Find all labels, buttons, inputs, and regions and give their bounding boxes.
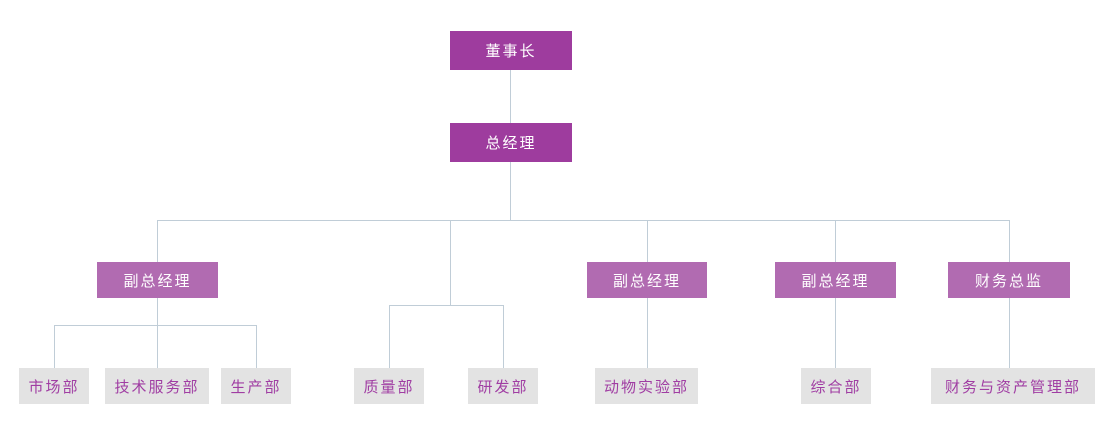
connector-drop-quality	[389, 305, 390, 368]
connector-chairman-gm	[510, 70, 511, 123]
connector-drop-general-affairs	[835, 298, 836, 368]
connector-drop-finance-asset	[1009, 298, 1010, 368]
connector-drop-deputy-gm-3	[835, 220, 836, 262]
connector-drop-rd	[503, 305, 504, 368]
connector-middle-split-horizontal	[389, 305, 503, 306]
org-node-quality-dept[interactable]: 质量部	[354, 368, 424, 404]
connector-main-horizontal	[157, 220, 1009, 221]
org-node-chairman[interactable]: 董事长	[450, 31, 572, 70]
org-node-finance-director[interactable]: 财务总监	[948, 262, 1070, 298]
org-node-finance-asset-dept[interactable]: 财务与资产管理部	[931, 368, 1095, 404]
org-node-rd-dept[interactable]: 研发部	[468, 368, 538, 404]
connector-gm-mainline	[510, 162, 511, 220]
connector-drop-animal-lab	[647, 298, 648, 368]
org-node-general-manager[interactable]: 总经理	[450, 123, 572, 162]
org-node-deputy-gm-1[interactable]: 副总经理	[97, 262, 218, 298]
connector-drop-finance-director	[1009, 220, 1010, 262]
connector-deputy-gm-1-split	[157, 298, 158, 325]
connector-drop-middle-branch	[450, 220, 451, 305]
connector-drop-production	[256, 325, 257, 368]
org-node-tech-service-dept[interactable]: 技术服务部	[105, 368, 209, 404]
connector-drop-deputy-gm-1	[157, 220, 158, 262]
connector-left-split-horizontal	[54, 325, 256, 326]
org-node-general-affairs-dept[interactable]: 综合部	[801, 368, 871, 404]
connector-drop-deputy-gm-2	[647, 220, 648, 262]
org-node-deputy-gm-2[interactable]: 副总经理	[587, 262, 707, 298]
org-node-marketing-dept[interactable]: 市场部	[19, 368, 89, 404]
org-node-production-dept[interactable]: 生产部	[221, 368, 291, 404]
org-node-animal-lab-dept[interactable]: 动物实验部	[595, 368, 698, 404]
org-node-deputy-gm-3[interactable]: 副总经理	[775, 262, 896, 298]
connector-drop-tech-service	[157, 325, 158, 368]
connector-drop-marketing	[54, 325, 55, 368]
